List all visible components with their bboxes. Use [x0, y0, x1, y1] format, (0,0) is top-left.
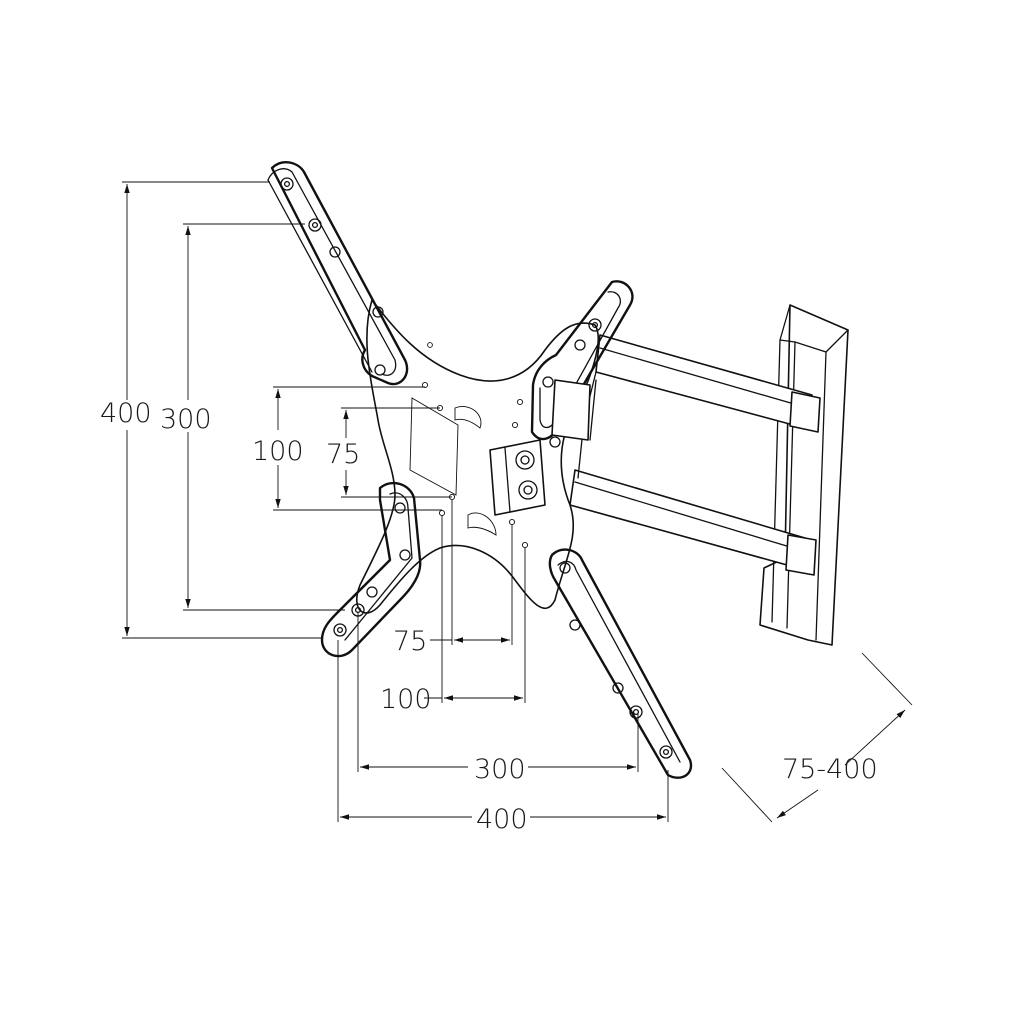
dimension-extension-75-400: 75-400 — [721, 652, 913, 823]
label-300-horizontal: 300 — [474, 754, 526, 785]
vesa-arm-bottom-right — [548, 548, 693, 779]
dimension-vertical-75: 75 — [326, 407, 452, 498]
label-300-vertical: 300 — [160, 404, 212, 435]
dimension-vertical-400: 400 — [100, 181, 322, 639]
dimension-vertical-100: 100 — [252, 386, 442, 511]
dimension-horizontal-75: 75 — [393, 500, 513, 657]
label-100-vertical: 100 — [252, 436, 304, 467]
label-400-vertical: 400 — [100, 398, 152, 429]
label-75-horizontal: 75 — [393, 626, 427, 657]
dimension-horizontal-100: 100 — [380, 515, 526, 715]
label-400-horizontal: 400 — [476, 804, 528, 835]
dimension-horizontal-300: 300 — [357, 612, 639, 785]
swing-arms — [569, 334, 821, 576]
label-extension-range: 75-400 — [782, 754, 878, 785]
vesa-arm-bottom-left — [320, 481, 422, 658]
label-100-horizontal: 100 — [380, 684, 432, 715]
wall-plate — [759, 304, 849, 646]
label-75-vertical: 75 — [326, 439, 360, 470]
dimension-vertical-300: 300 — [160, 223, 345, 611]
vesa-arm-top-right — [530, 280, 634, 448]
dimension-horizontal-400: 400 — [337, 640, 669, 835]
vesa-arm-top-left — [267, 161, 409, 386]
